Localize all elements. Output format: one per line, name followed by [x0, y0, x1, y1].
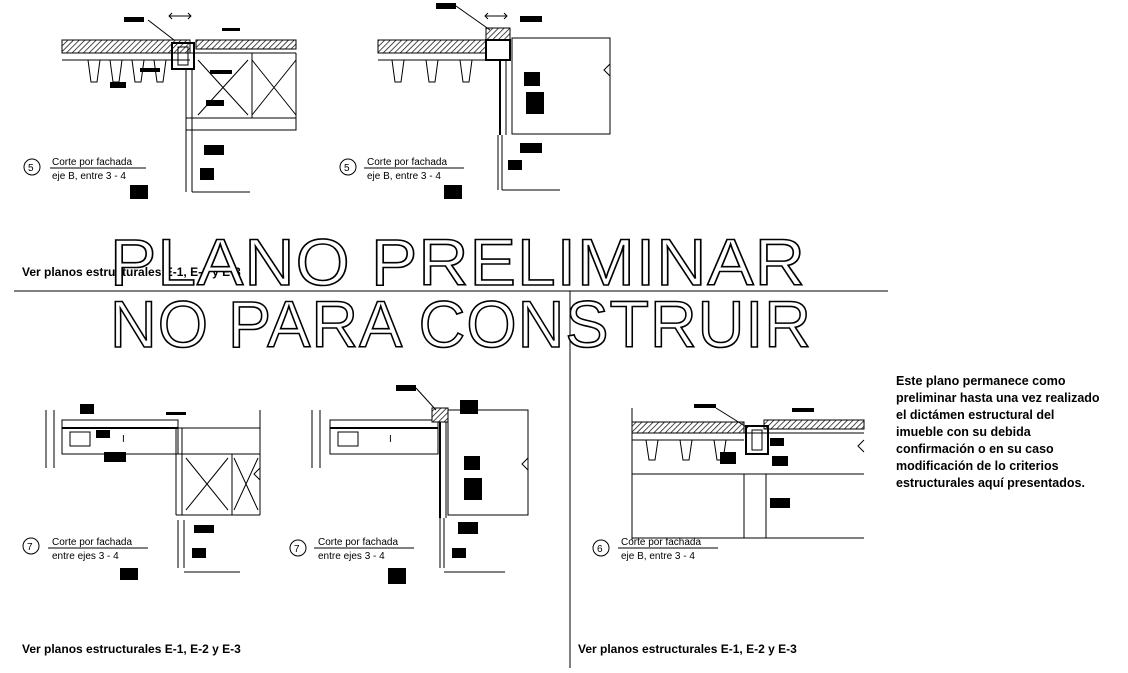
note-line-6: modificación de lo criterios	[896, 459, 1059, 473]
svg-text:I: I	[389, 434, 392, 445]
detail-5a-section	[61, 12, 297, 199]
detail-5b-title: Corte por fachada	[367, 157, 447, 168]
note-line-4: imueble con su debida	[896, 425, 1032, 439]
detail-5b-number: 5	[344, 163, 350, 174]
detail-6-subtitle: eje B, entre 3 - 4	[621, 551, 695, 562]
detail-7b-title: Corte por fachada	[318, 537, 398, 548]
detail-5a-subtitle: eje B, entre 3 - 4	[52, 171, 126, 182]
note-line-1: Este plano permanece como	[896, 374, 1066, 388]
detail-7a-tag: 7 Corte por fachada entre ejes 3 - 4	[22, 537, 148, 562]
note-line-5: confirmación o en su caso	[896, 442, 1054, 456]
detail-5a-title: Corte por fachada	[52, 157, 132, 168]
preliminary-note: Este plano permanece como preliminar has…	[896, 374, 1100, 490]
detail-7a-section: I	[45, 404, 261, 580]
reference-bottom-left: Ver planos estructurales E-1, E-2 y E-3	[22, 642, 241, 656]
detail-6-section	[631, 404, 865, 540]
detail-7a-number: 7	[27, 542, 33, 553]
reference-top-left: Ver planos estructurales E-1, E-2 y E-3	[22, 265, 241, 279]
reference-bottom-right: Ver planos estructurales E-1, E-2 y E-3	[578, 642, 797, 656]
stamp-line-1: PLANO PRELIMINAR	[110, 225, 806, 299]
detail-7b-subtitle: entre ejes 3 - 4	[318, 551, 385, 562]
preliminary-stamp: PLANO PRELIMINAR NO PARA CONSTRUIR	[109, 224, 812, 362]
detail-5b-subtitle: eje B, entre 3 - 4	[367, 171, 441, 182]
detail-7b-number: 7	[294, 544, 300, 555]
detail-7b-section: I	[311, 385, 529, 584]
detail-6-tag: 6 Corte por fachada eje B, entre 3 - 4	[592, 537, 718, 562]
detail-6-number: 6	[597, 544, 603, 555]
stamp-line-2: NO PARA CONSTRUIR	[110, 287, 812, 361]
svg-text:I: I	[122, 434, 125, 445]
detail-5b-section	[377, 3, 611, 199]
detail-5a-tag: 5 Corte por fachada eje B, entre 3 - 4	[23, 157, 146, 182]
detail-7a-subtitle: entre ejes 3 - 4	[52, 551, 119, 562]
detail-5a-number: 5	[28, 163, 34, 174]
note-line-2: preliminar hasta una vez realizado	[896, 391, 1100, 405]
detail-6-title: Corte por fachada	[621, 537, 701, 548]
detail-7b-tag: 7 Corte por fachada entre ejes 3 - 4	[289, 537, 414, 562]
note-line-3: el dictámen estructural del	[896, 408, 1054, 422]
detail-5b-tag: 5 Corte por fachada eje B, entre 3 - 4	[339, 157, 464, 182]
note-line-7: estructurales aquí presentados.	[896, 476, 1085, 490]
detail-7a-title: Corte por fachada	[52, 537, 132, 548]
